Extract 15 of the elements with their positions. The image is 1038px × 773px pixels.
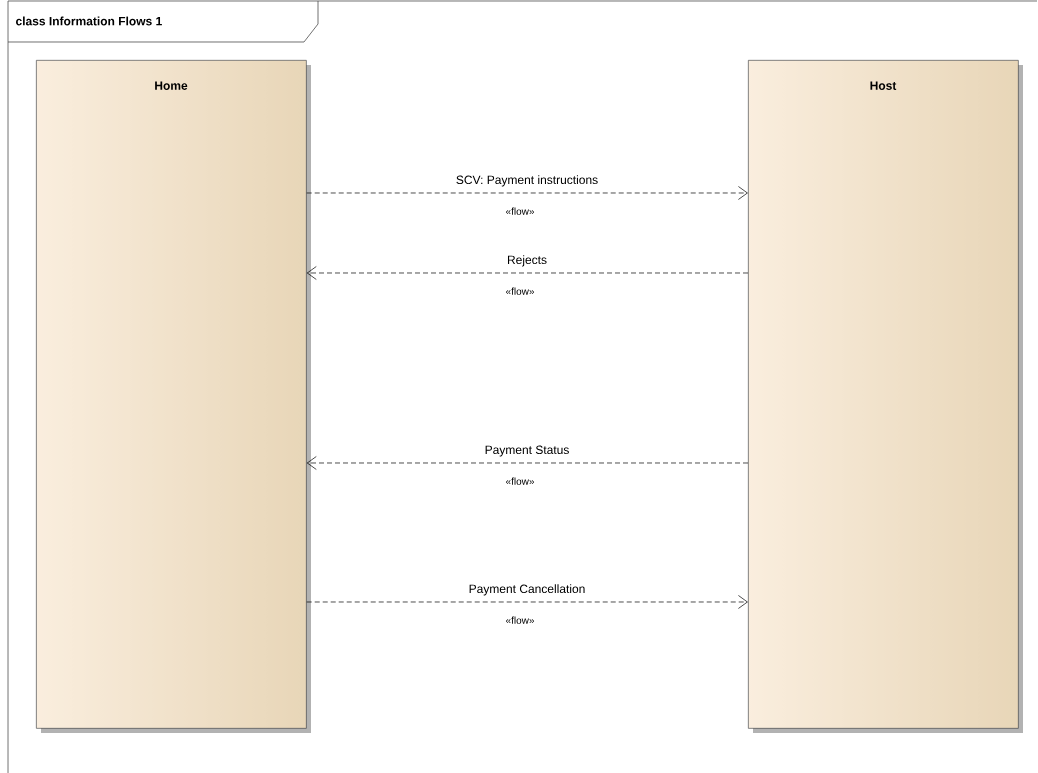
- stereotype-label: «flow»: [505, 477, 535, 485]
- flow-arrow: [306, 595, 748, 609]
- stereotype-label: «flow»: [505, 207, 535, 215]
- class-box: Home: [36, 60, 311, 733]
- stereotype-label: «flow»: [505, 287, 535, 295]
- flow-arrow: [306, 186, 748, 200]
- flow-arrow: [306, 266, 749, 280]
- class-box: Host: [748, 60, 1023, 733]
- edge-label: Rejects: [508, 255, 547, 267]
- flow-arrow: [306, 456, 749, 470]
- stereotype-label: «flow»: [505, 616, 535, 624]
- edge-label: SCV: Payment instructions: [456, 175, 598, 187]
- edge-label: Payment Status: [485, 445, 569, 457]
- edge-label: Payment Cancellation: [469, 584, 585, 596]
- frame-tab: class Information Flows 1: [7, 0, 319, 43]
